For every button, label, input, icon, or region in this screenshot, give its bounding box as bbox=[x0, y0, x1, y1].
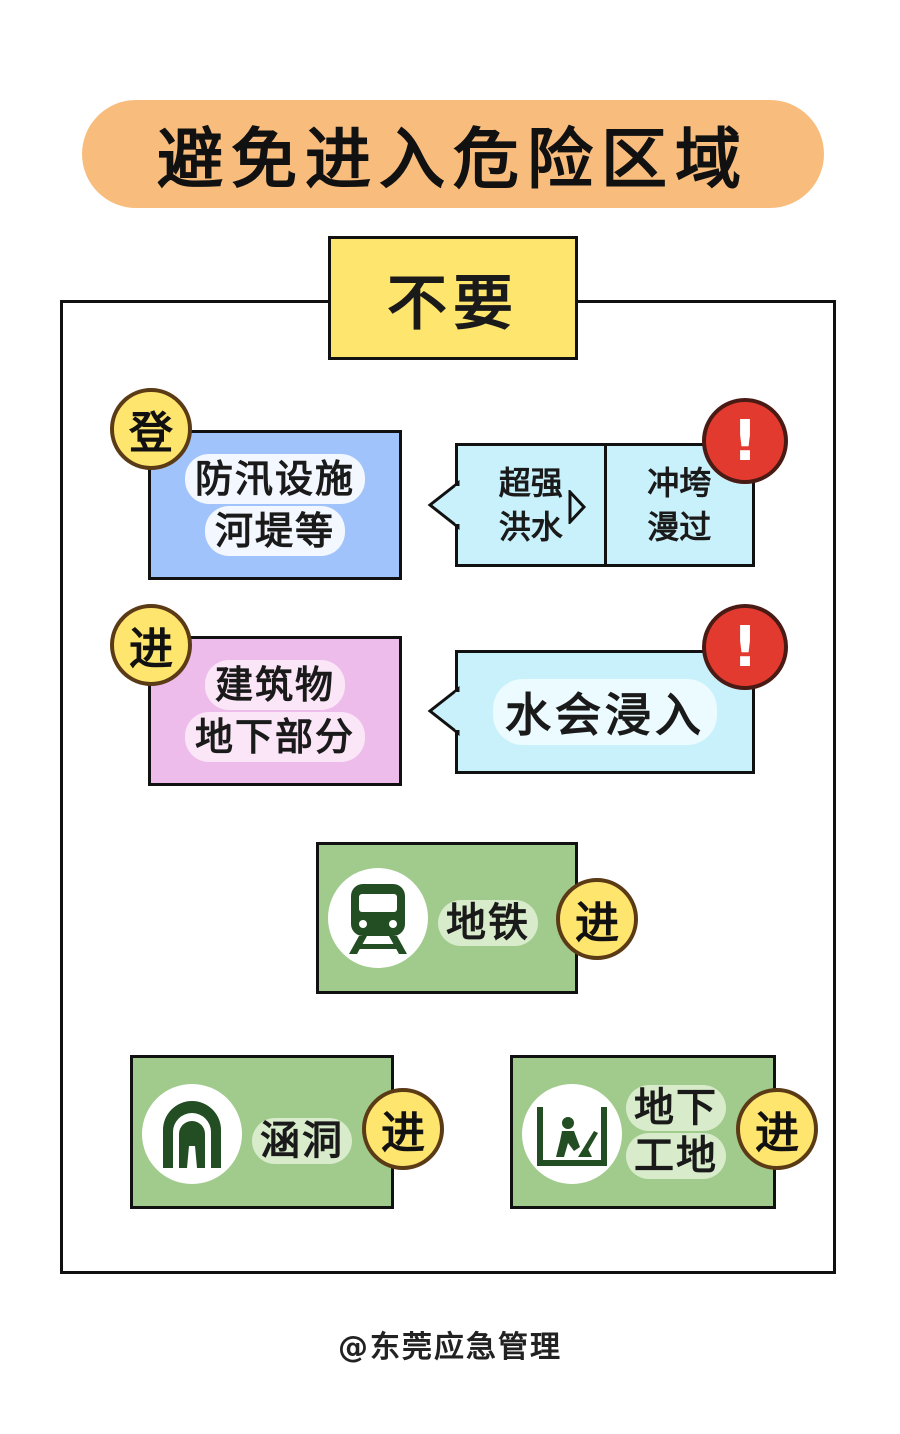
construction-label: 地下 工地 bbox=[626, 1084, 726, 1180]
reason-left: 超强 洪水 bbox=[458, 446, 607, 564]
subway-enter-badge: 进 bbox=[556, 878, 638, 960]
subway-label: 地铁 bbox=[438, 890, 538, 948]
header-box: 不要 bbox=[328, 236, 578, 360]
climb-badge: 登 bbox=[110, 388, 192, 470]
reason-left-line1: 超强 bbox=[498, 464, 563, 502]
construction-label-line1: 地下 bbox=[626, 1085, 726, 1131]
alert-icon: ! bbox=[702, 604, 788, 690]
construction-label-line2: 工地 bbox=[626, 1133, 726, 1179]
alert-icon: ! bbox=[702, 398, 788, 484]
split-arrow bbox=[568, 490, 587, 524]
enter-badge: 进 bbox=[110, 604, 192, 686]
culvert-enter-badge: 进 bbox=[362, 1088, 444, 1170]
culvert-label-text: 涵洞 bbox=[252, 1118, 352, 1164]
flood-facility-box: 防汛设施 河堤等 bbox=[148, 430, 402, 580]
flood-facility-line1: 防汛设施 bbox=[184, 454, 365, 504]
tunnel-icon bbox=[142, 1084, 242, 1184]
culvert-label: 涵洞 bbox=[252, 1108, 352, 1166]
basement-line1: 建筑物 bbox=[204, 660, 345, 710]
reason-right-line2: 漫过 bbox=[647, 508, 712, 546]
flood-facility-line2: 河堤等 bbox=[204, 506, 345, 556]
subway-label-text: 地铁 bbox=[438, 900, 538, 946]
speech-pointer-1 bbox=[427, 480, 460, 530]
speech-pointer-2 bbox=[427, 686, 460, 736]
reason-right-line1: 冲垮 bbox=[647, 464, 712, 502]
page-title: 避免进入危险区域 bbox=[82, 100, 824, 208]
reason-box-1: 超强 洪水 冲垮 漫过 bbox=[455, 443, 755, 567]
reason-right: 冲垮 漫过 bbox=[607, 446, 753, 564]
basement-line2: 地下部分 bbox=[184, 712, 365, 762]
worker-icon bbox=[522, 1084, 622, 1184]
reason-left-line2: 洪水 bbox=[498, 508, 563, 546]
footer-credit: @东莞应急管理 bbox=[338, 1330, 562, 1365]
basement-box: 建筑物 地下部分 bbox=[148, 636, 402, 786]
reason-text: 水会浸入 bbox=[493, 679, 717, 745]
reason-box-2: 水会浸入 bbox=[455, 650, 755, 774]
train-icon bbox=[328, 868, 428, 968]
construction-enter-badge: 进 bbox=[736, 1088, 818, 1170]
